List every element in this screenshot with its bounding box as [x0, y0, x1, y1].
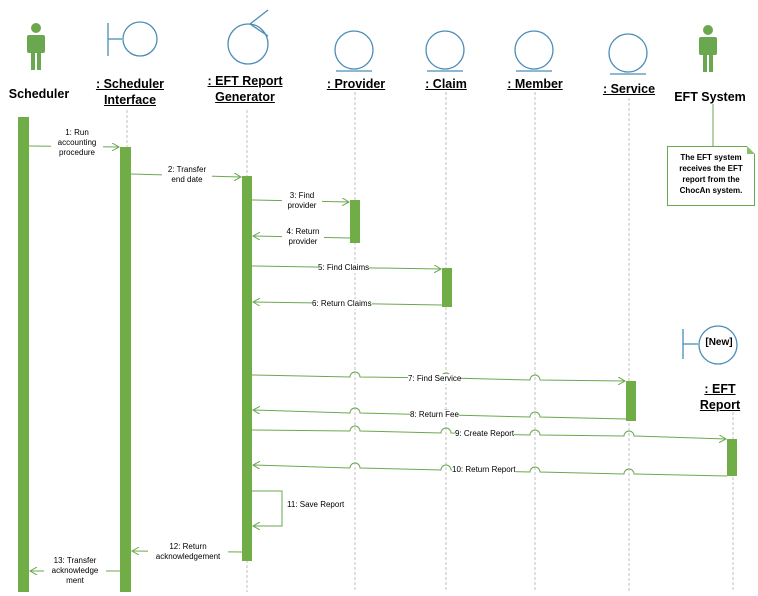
activation-eft-report — [727, 439, 737, 476]
message-label-7: 7: Find Service — [408, 374, 462, 384]
eft-system-actor-icon — [699, 25, 717, 72]
participant-label-claim: : Claim — [425, 77, 467, 91]
message-arrow-11 — [252, 490, 283, 526]
activation-report-generator — [242, 176, 252, 561]
activation-claim — [442, 268, 452, 307]
new-boundary-icon — [682, 325, 738, 365]
message-label-9: 9: Create Report — [455, 429, 515, 439]
message-label-11: 11: Save Report — [287, 500, 345, 510]
message-label-10: 10: Return Report — [452, 465, 516, 475]
activation-service — [626, 381, 636, 421]
message-label-6: 6: Return Claims — [312, 299, 372, 309]
new-tag: [New] — [705, 337, 733, 348]
control-icon — [227, 9, 269, 65]
participant-label-member: : Member — [507, 77, 563, 91]
message-label-5: 5: Find Claims — [318, 263, 370, 273]
message-label-8: 8: Return Fee — [410, 410, 459, 420]
scheduler-actor-icon — [27, 23, 45, 70]
activation-scheduler-interface — [120, 147, 131, 592]
participant-label-service: : Service — [602, 82, 656, 96]
participant-label-scheduler: Scheduler — [8, 87, 70, 101]
message-arrow-7 — [251, 371, 625, 381]
boundary-icon — [107, 21, 158, 57]
entity-icon — [334, 30, 648, 75]
activation-scheduler — [18, 117, 29, 592]
activation-provider — [350, 200, 360, 243]
participant-label-provider: : Provider — [326, 77, 386, 91]
participant-label-eft-system: EFT System — [674, 90, 746, 104]
